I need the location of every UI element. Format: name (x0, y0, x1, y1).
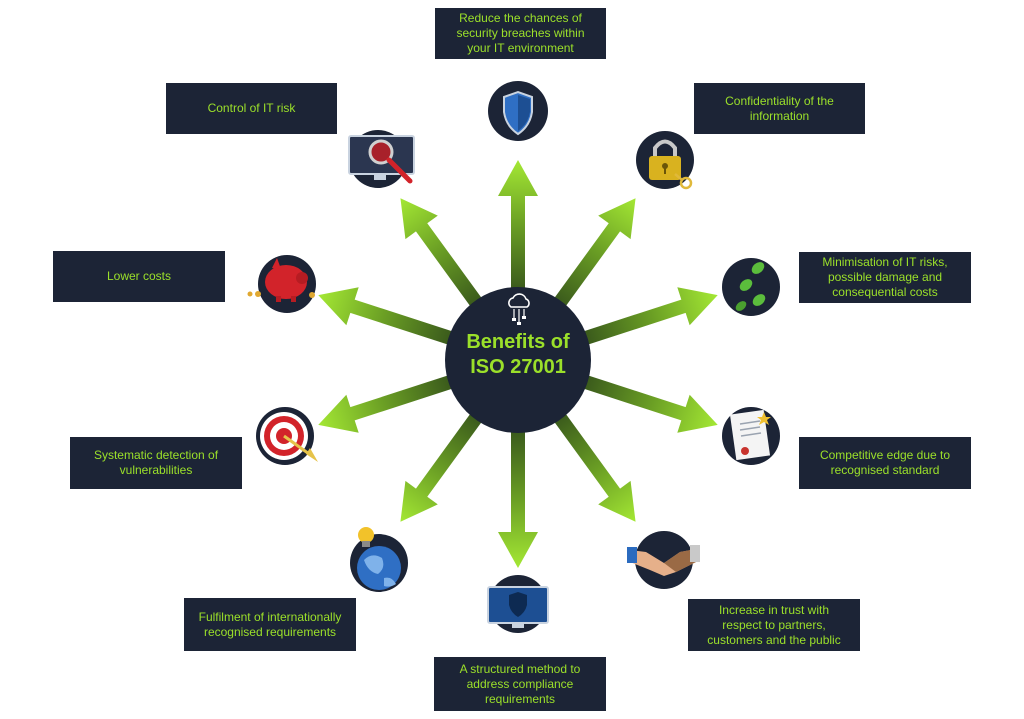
arrow-vulnerability (318, 370, 468, 433)
benefit-text: Increase in trust with respect to partne… (707, 602, 841, 647)
cloud-network-icon (508, 293, 530, 325)
arrow-trust (544, 400, 636, 522)
benefit-box-increase-trust: Increase in trust with respect to partne… (688, 599, 860, 651)
handshake-icon (627, 531, 700, 589)
arrow-international (400, 400, 492, 522)
globe-lightbulb-icon (350, 527, 408, 592)
benefit-text: Fulfilment of internationally recognised… (198, 609, 342, 639)
benefit-box-control-it-risk: Control of IT risk (166, 83, 337, 134)
benefit-box-vulnerability-detection: Systematic detection of vulnerabilities (70, 437, 242, 489)
benefit-text: Competitive edge due to recognised stand… (819, 448, 951, 477)
piggy-bank-icon (247, 255, 316, 313)
benefit-text: Minimisation of IT risks, possible damag… (822, 255, 948, 299)
shield-icon (488, 81, 548, 141)
benefit-box-lower-costs: Lower costs (53, 251, 225, 302)
benefit-text: Lower costs (106, 269, 172, 283)
padlock-key-icon (636, 131, 694, 190)
monitor-magnifier-icon (348, 130, 415, 188)
center-title: Benefits of ISO 27001 (448, 330, 588, 380)
benefit-text: Systematic detection of vulnerabilities (93, 448, 219, 477)
arrow-minimisation (568, 287, 718, 350)
target-icon (256, 407, 318, 465)
benefit-text: Control of IT risk (207, 101, 296, 115)
center-hub (445, 287, 591, 433)
certificate-icon (722, 407, 780, 465)
benefit-box-structured-method: A structured method to address complianc… (434, 657, 606, 711)
center-title-line1: Benefits of (466, 331, 570, 353)
benefit-text: Reduce the chances of security breaches … (456, 11, 585, 55)
coins-icon (722, 258, 780, 316)
arrow-security (498, 160, 538, 305)
arrow-confidentiality (544, 198, 636, 320)
arrow-competitive (568, 370, 718, 433)
monitor-shield-icon (487, 575, 549, 633)
benefit-text: A structured method to address complianc… (459, 661, 581, 706)
benefit-box-international-requirements: Fulfilment of internationally recognised… (184, 598, 356, 651)
arrow-control (400, 198, 492, 320)
arrow-lower-costs (318, 287, 468, 350)
benefit-box-competitive-edge: Competitive edge due to recognised stand… (799, 437, 971, 489)
center-title-line2: ISO 27001 (470, 356, 566, 378)
benefit-box-minimisation-it-risks: Minimisation of IT risks, possible damag… (799, 252, 971, 303)
arrow-structured (498, 415, 538, 568)
benefit-box-confidentiality: Confidentiality of the information (694, 83, 865, 134)
benefit-box-security-breaches: Reduce the chances of security breaches … (435, 8, 606, 59)
benefit-text: Confidentiality of the information (725, 93, 834, 123)
